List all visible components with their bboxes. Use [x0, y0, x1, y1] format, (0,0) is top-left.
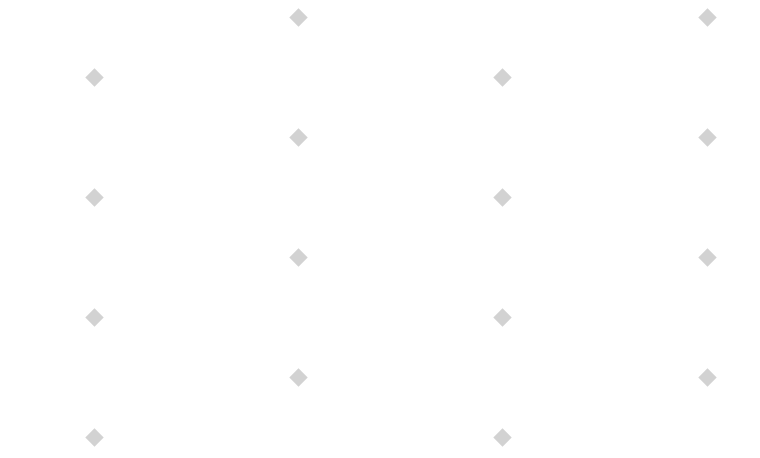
diamond-icon [493, 428, 512, 447]
diamond-icon [698, 368, 717, 387]
diamond-icon [289, 8, 308, 27]
diamond-icon [289, 248, 308, 267]
diamond-icon [85, 308, 104, 327]
diamond-icon [493, 68, 512, 87]
diamond-icon [698, 128, 717, 147]
diamond-icon [85, 188, 104, 207]
diamond-icon [698, 8, 717, 27]
diamond-icon [493, 308, 512, 327]
diamond-icon [698, 248, 717, 267]
diamond-icon [85, 68, 104, 87]
diamond-icon [85, 428, 104, 447]
diamond-icon [289, 368, 308, 387]
diamond-icon [289, 128, 308, 147]
diamond-icon [493, 188, 512, 207]
